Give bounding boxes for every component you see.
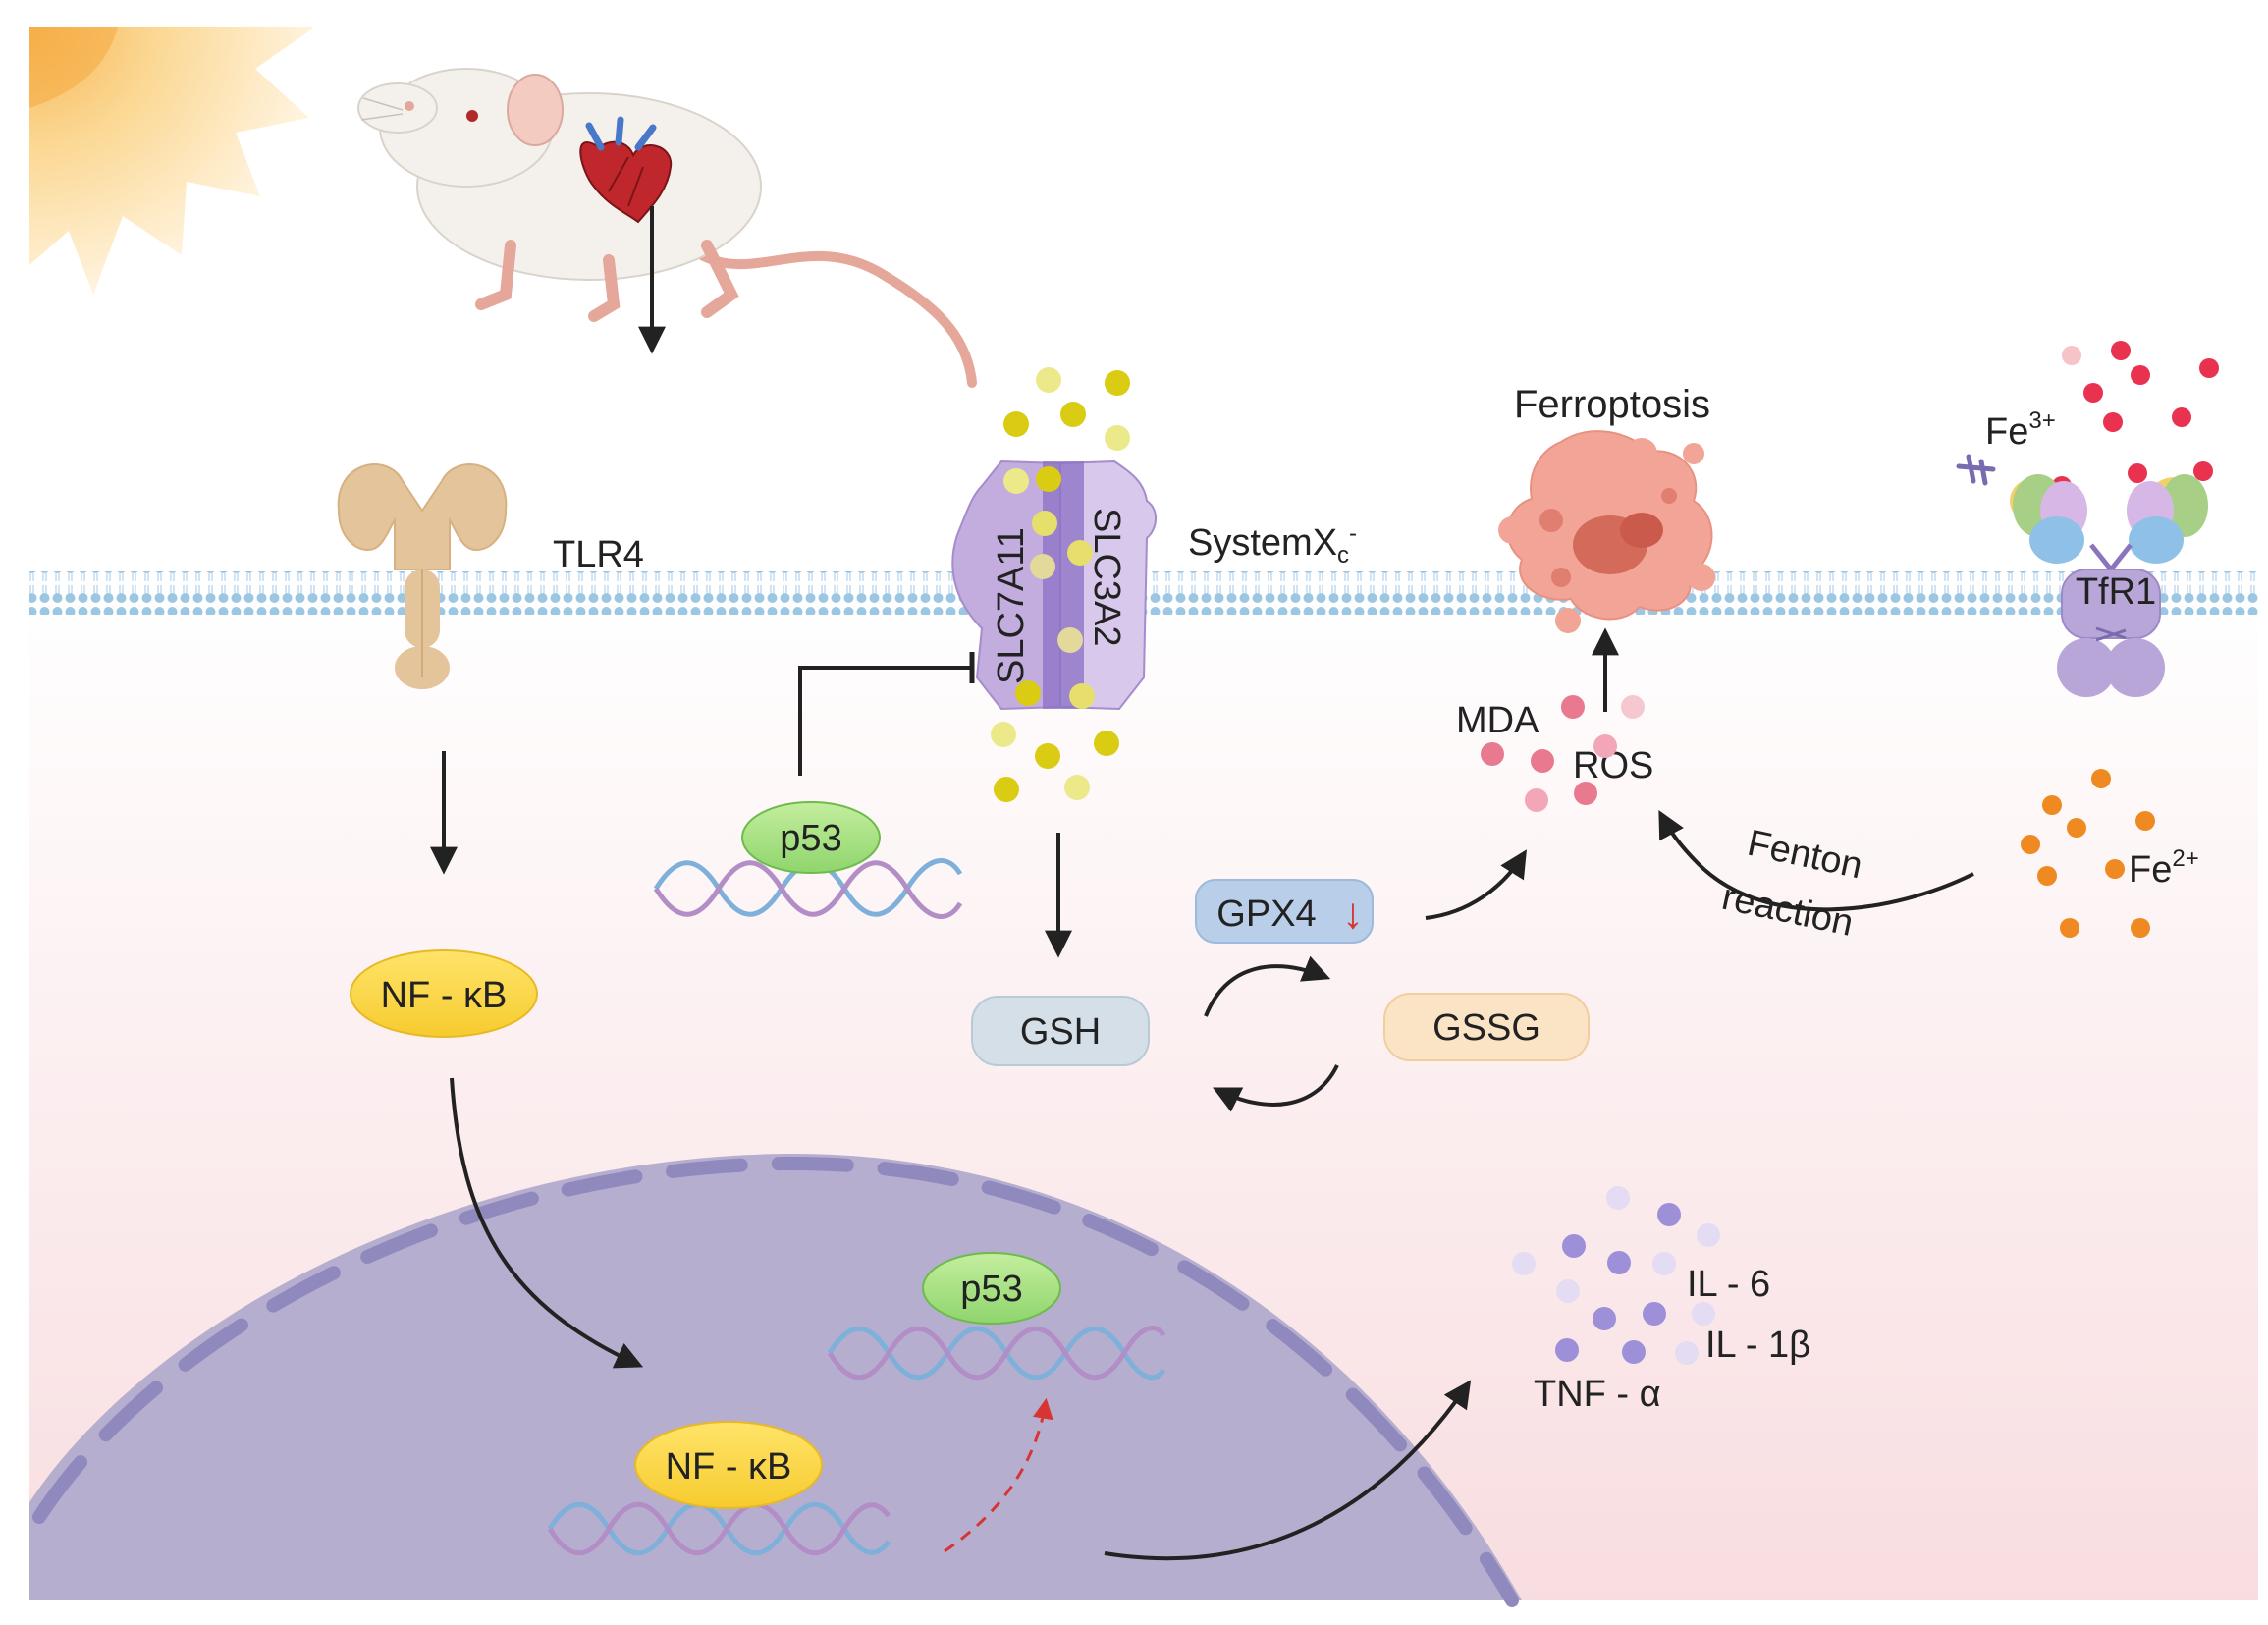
systemxc-label: SystemXc-: [1188, 520, 1357, 569]
nfkb-cytoplasm: NF - κB: [350, 949, 538, 1038]
nucleus: [29, 1153, 1522, 1600]
fe2-dots: [2021, 769, 2155, 938]
nfkb-cytoplasm-label: NF - κB: [381, 975, 508, 1016]
p53-top: p53: [741, 801, 881, 874]
ros-dots: [1481, 695, 1645, 812]
nfkb-nucleus-label: NF - κB: [666, 1446, 792, 1488]
tfr1-label: TfR1: [2076, 571, 2156, 613]
ferroptotic-cell-icon: [1498, 430, 1715, 633]
nfkb-activates-p53-arrow: [944, 1397, 1053, 1553]
tlr4-receptor-icon: [337, 463, 508, 689]
p53-inhibition-arrow: [798, 666, 972, 776]
sun-icon: [29, 27, 314, 295]
dna-icon: [547, 1501, 891, 1556]
slc7a11-label: SLC7A11: [991, 527, 1032, 684]
slc3a2-label: SLC3A2: [1086, 508, 1127, 647]
dna-icon: [827, 1326, 1166, 1381]
ferroptosis-label: Ferroptosis: [1514, 383, 1710, 426]
arrow-to-cytokines: [1104, 1380, 1472, 1561]
gpx4-box: GPX4 ↓: [1195, 879, 1374, 944]
p53-top-label: p53: [780, 818, 841, 859]
gsh-box: GSH: [971, 996, 1150, 1066]
p53-nucleus-label: p53: [960, 1269, 1022, 1310]
gssg-box: GSSG: [1383, 993, 1590, 1061]
tfr1-receptor-icon: [1956, 454, 2208, 697]
heart-icon: [579, 116, 673, 224]
nuclear-envelope: [32, 1156, 1519, 1607]
gpx4-down-arrow: ↓: [1342, 890, 1364, 938]
gpx4-label: GPX4: [1216, 894, 1316, 935]
il1b-label: IL - 1β: [1705, 1325, 1810, 1366]
fenton-arrow: [1658, 810, 1974, 912]
arrow-gsh-to-gssg: [1204, 955, 1331, 1017]
mouse-icon: [357, 68, 977, 388]
fe3-dots: [2052, 341, 2219, 496]
nfkb-nucleus: NF - κB: [634, 1421, 823, 1509]
il6-label: IL - 6: [1687, 1264, 1770, 1305]
fe2-label: Fe2+: [2129, 845, 2199, 891]
mda-label: MDA: [1456, 700, 1539, 741]
gsh-label: GSH: [1020, 1011, 1101, 1053]
arrow-gssg-to-gsh: [1212, 1064, 1339, 1112]
arrow-gpx4-to-ros: [1425, 849, 1527, 920]
gssg-label: GSSG: [1432, 1007, 1540, 1049]
tlr4-label: TLR4: [553, 534, 644, 575]
tnfa-label: TNF - α: [1534, 1374, 1661, 1415]
cystine-dots: [991, 367, 1130, 802]
arrow-nfkb-into-nucleus: [450, 1077, 644, 1369]
cytokine-dots: [1512, 1186, 1720, 1365]
p53-nucleus: p53: [922, 1252, 1061, 1325]
fe3-label: Fe3+: [1985, 407, 2056, 453]
